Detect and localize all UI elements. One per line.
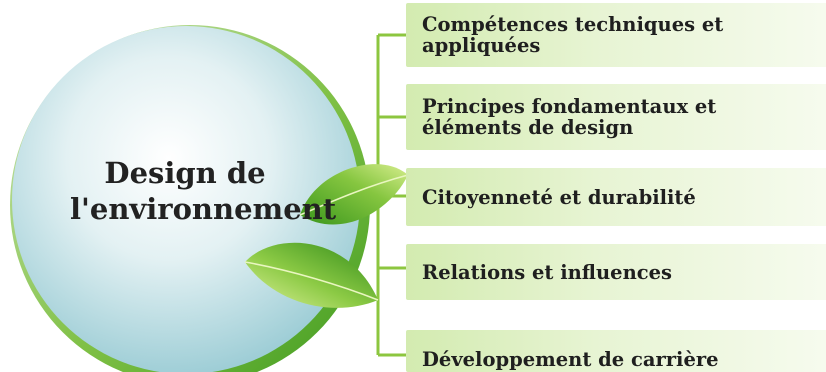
topic-label: Principes fondamentaux et [422,95,717,118]
center-title: Design de l'environnement [70,155,337,227]
topic-label: éléments de design [422,116,634,139]
center-title-line1: Design de [104,156,266,190]
topic-label: Relations et influences [422,260,673,284]
topic-label: appliquées [422,34,541,57]
topic-design-principles[interactable]: Principes fondamentaux et éléments de de… [406,84,826,150]
topic-label: Citoyenneté et durabilité [422,185,696,209]
topic-citizenship-sustainability[interactable]: Citoyenneté et durabilité [406,168,826,226]
leaf-lower-icon [244,242,379,308]
topic-career-development[interactable]: Développement de carrière [406,330,826,372]
topic-label: Développement de carrière [422,348,719,371]
leaf-upper-icon [299,164,409,225]
topic-label: Compétences techniques et [422,13,724,36]
topic-relations-influences[interactable]: Relations et influences [406,244,826,300]
topic-technical-skills[interactable]: Compétences techniques et appliquées [406,3,826,67]
center-title-line2: l'environnement [70,192,337,226]
